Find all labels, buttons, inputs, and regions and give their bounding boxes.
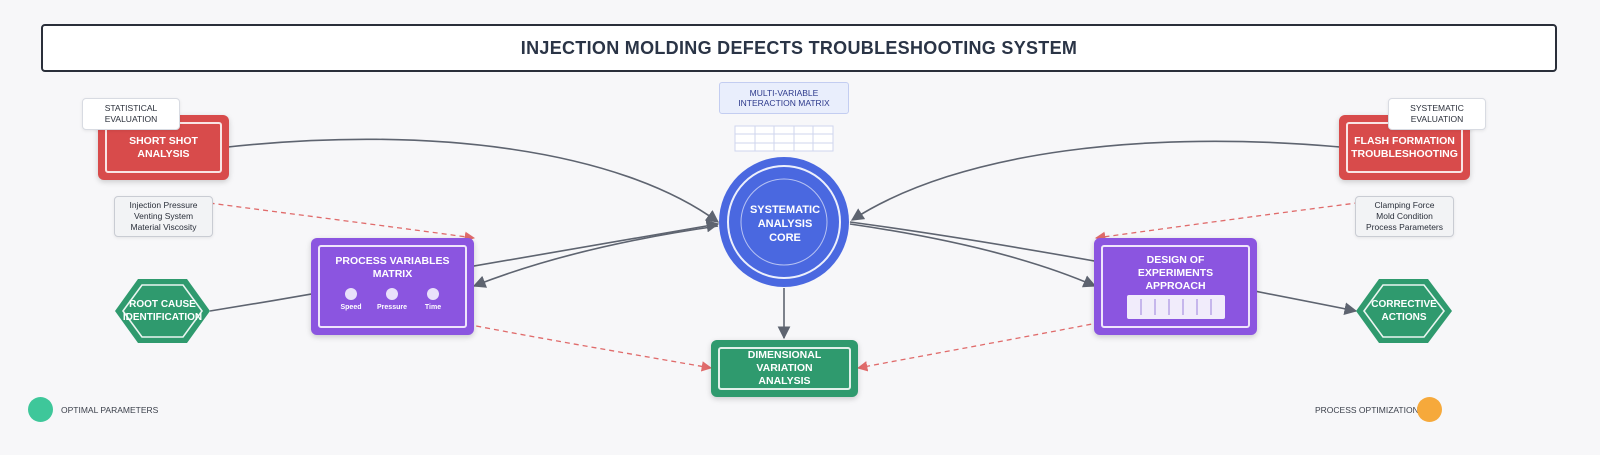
statistical-evaluation-line-2: EVALUATION — [104, 114, 158, 124]
interaction-matrix-grid — [734, 125, 834, 152]
interaction-matrix-line-2: INTERACTION MATRIX — [738, 98, 830, 108]
interaction-matrix-label: MULTI-VARIABLE INTERACTION MATRIX — [719, 82, 849, 114]
title-banner: INJECTION MOLDING DEFECTS TROUBLESHOOTIN… — [41, 24, 1557, 72]
design-of-experiments-label: DESIGN OF EXPERIMENTS APPROACH — [1101, 245, 1250, 328]
edge-core-to-process-variables — [472, 225, 719, 288]
statistical-evaluation-note: STATISTICAL EVALUATION — [82, 98, 180, 130]
flash-factor-1: Clamping Force — [1374, 200, 1435, 210]
dimensional-variation-label: DIMENSIONAL VARIATION ANALYSIS — [718, 347, 851, 390]
core-outer-circle — [719, 157, 849, 287]
process-variables-label: PROCESS VARIABLES MATRIX — [318, 245, 467, 328]
edge-core-to-doe — [849, 223, 1097, 288]
process-optimization-dot — [1417, 397, 1442, 422]
speed-gauge-icon — [345, 288, 357, 300]
core-ring-1 — [727, 165, 841, 279]
design-of-experiments-node[interactable]: DESIGN OF EXPERIMENTS APPROACH — [1094, 238, 1257, 335]
flash-factor-3: Process Parameters — [1366, 222, 1443, 232]
short-shot-factors-note: Injection Pressure Venting System Materi… — [114, 196, 213, 237]
pressure-gauge-icon — [386, 288, 398, 300]
root-cause-hexagon — [115, 279, 210, 343]
systematic-analysis-core-label[interactable]: SYSTEMATIC ANALYSIS CORE — [749, 204, 821, 244]
speed-label: Speed — [340, 304, 362, 311]
flash-factor-2: Mold Condition — [1376, 211, 1433, 221]
corrective-actions-hexagon — [1356, 279, 1452, 343]
statistical-evaluation-line-1: STATISTICAL — [104, 103, 158, 113]
edge-flash-factors-to-doe — [1094, 196, 1405, 242]
systematic-evaluation-line-1: SYSTEMATIC — [1410, 103, 1464, 113]
short-shot-factor-3: Material Viscosity — [130, 222, 197, 232]
interaction-matrix-line-1: MULTI-VARIABLE — [749, 88, 819, 98]
corrective-actions-label[interactable]: CORRECTIVE ACTIONS — [1371, 299, 1437, 323]
flash-factors-note: Clamping Force Mold Condition Process Pa… — [1355, 196, 1454, 237]
edge-short-shot-to-core — [227, 138, 720, 223]
experiment-bars-icon — [1127, 295, 1225, 319]
root-cause-label[interactable]: ROOT CAUSE IDENTIFICATION — [122, 299, 203, 323]
page-title: INJECTION MOLDING DEFECTS TROUBLESHOOTIN… — [520, 37, 1078, 58]
systematic-evaluation-note: SYSTEMATIC EVALUATION — [1388, 98, 1486, 130]
short-shot-factor-1: Injection Pressure — [129, 200, 198, 210]
process-variables-node[interactable]: PROCESS VARIABLES MATRIX Speed Pressure … — [311, 238, 474, 335]
core-ring-2 — [740, 178, 828, 266]
time-label: Time — [424, 304, 442, 311]
short-shot-factor-2: Venting System — [133, 211, 194, 221]
dimensional-variation-node[interactable]: DIMENSIONAL VARIATION ANALYSIS — [711, 340, 858, 397]
pressure-label: Pressure — [377, 304, 407, 311]
time-gauge-icon — [427, 288, 439, 300]
optimal-parameters-label: OPTIMAL PARAMETERS — [61, 405, 159, 415]
systematic-evaluation-line-2: EVALUATION — [1410, 114, 1464, 124]
optimal-parameters-dot — [28, 397, 53, 422]
edge-root-cause-to-core — [209, 219, 720, 312]
edge-flash-to-core — [850, 140, 1341, 221]
edge-doe-to-dimensional — [856, 291, 1251, 372]
process-optimization-label: PROCESS OPTIMIZATION — [1315, 405, 1419, 415]
